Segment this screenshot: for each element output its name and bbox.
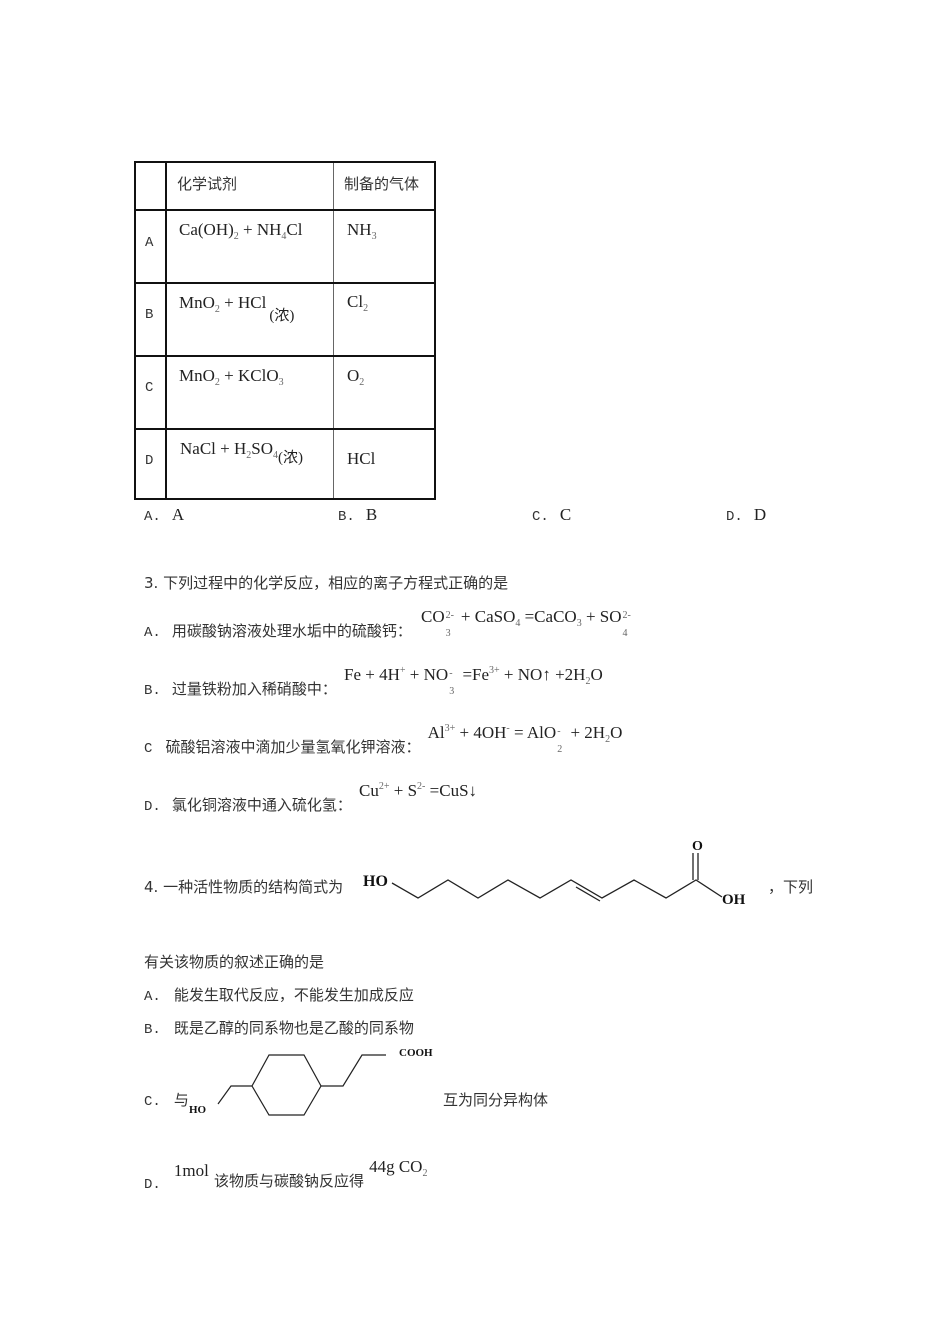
q4-structure-o-label: O [692,839,703,854]
q4-option-c[interactable]: C. 与 [144,1091,189,1110]
table-row-divider [136,282,434,284]
table-row-reagent: MnO2 + HCl(浓) [179,293,295,324]
table-row-reagent: NaCl + H2SO4(浓) [180,439,303,466]
q4-option-b[interactable]: B. 既是乙醇的同系物也是乙酸的同系物 [144,1019,414,1038]
table-col-divider [165,163,167,498]
q2-option-d[interactable]: D. D [726,505,767,525]
q4-option-c-ho-label: HO [189,1104,207,1116]
q2-option-b[interactable]: B. B [338,505,378,525]
table-header-gas: 制备的气体 [344,175,420,193]
table-row-label: D [145,453,154,469]
q4-option-c-tail: 互为同分异构体 [443,1091,549,1109]
q4-option-d[interactable]: D. 1mol 该物质与碳酸钠反应得 44g CO2 [144,1157,428,1193]
reagent-gas-table: 化学试剂 制备的气体 A Ca(OH)2 + NH4Cl NH3 B MnO2 … [134,161,436,500]
table-row-gas: HCl [347,449,376,468]
table-row-divider [136,355,434,357]
q3-stem: 3. 下列过程中的化学反应，相应的离子方程式正确的是 [144,574,509,592]
q4-option-a[interactable]: A. 能发生取代反应，不能发生加成反应 [144,986,414,1005]
table-row-label: B [145,307,154,323]
q3-option-b[interactable]: B. 过量铁粉加入稀硝酸中： Fe + 4H+ + NO-3 =Fe3+ + N… [144,665,603,699]
table-row-divider [136,428,434,430]
table-col-divider [333,163,334,498]
q4-stem: 4. 一种活性物质的结构简式为 [144,878,344,896]
q4-molecule-structure-icon [391,853,723,902]
table-row-divider [136,209,434,211]
q3-option-d[interactable]: D. 氯化铜溶液中通入硫化氢： Cu2+ + S2- =CuS↓ [144,781,478,815]
q4-option-c-structure-icon [217,1054,386,1116]
table-row-label: A [145,235,154,251]
q4-option-c-cooh-label: COOH [399,1047,433,1059]
q4-stem-line2: 有关该物质的叙述正确的是 [144,953,325,971]
table-row-reagent: Ca(OH)2 + NH4Cl [179,220,303,242]
q2-option-a[interactable]: A. A [144,505,185,525]
table-row-gas: Cl2 [347,292,369,314]
table-row-gas: NH3 [347,220,377,242]
table-header-reagent: 化学试剂 [177,175,238,193]
table-row-gas: O2 [347,366,365,388]
q4-structure-oh-label: OH [722,892,746,908]
table-row-label: C [145,380,154,396]
q3-option-c[interactable]: C 硫酸铝溶液中滴加少量氢氧化钾溶液： Al3+ + 4OH- = AlO-2 … [144,723,623,757]
q4-structure-ho-label: HO [363,873,388,890]
q4-stem-tail: ，下列 [768,878,814,896]
q2-option-c[interactable]: C. C [532,505,572,525]
table-row-reagent: MnO2 + KClO3 [179,366,284,388]
